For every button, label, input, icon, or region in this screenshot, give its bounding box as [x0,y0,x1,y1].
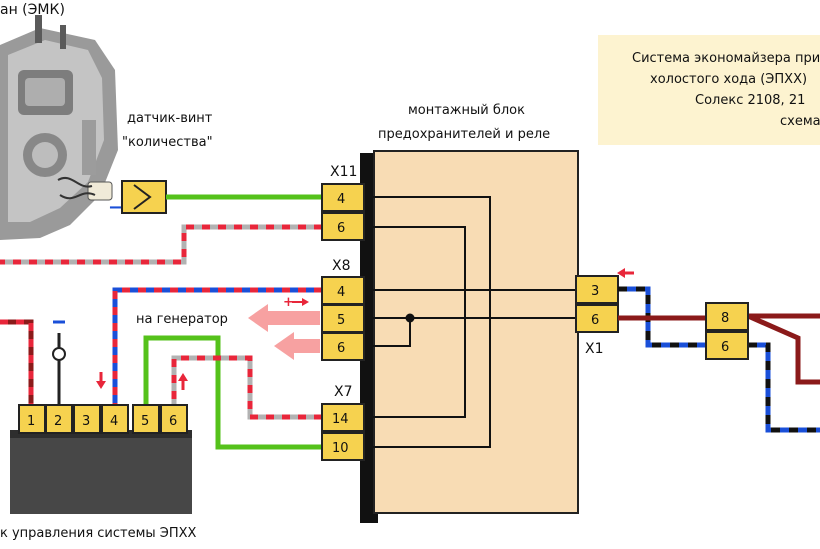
valve-label: ан (ЭМК) [0,2,65,18]
x7-pin-14: 14 [332,412,349,427]
block-label-line2: предохранителей и реле [378,127,550,142]
sensor-label-line1: датчик-винт [127,111,213,126]
plus-sign: + [283,295,294,310]
x1-connector [575,275,619,333]
x8-label: X8 [332,258,351,274]
right-pin-6: 6 [721,340,729,355]
generator-label: на генератор [136,312,228,327]
x1-pin-6: 6 [591,313,599,328]
carburetor-image [0,15,118,240]
ecu-connector [18,404,188,434]
title-line-2: холостого хода (ЭПХХ) [650,72,807,87]
x1-pin-3: 3 [591,284,599,299]
x1-label: X1 [585,341,604,357]
title-line-1: Система экономайзера при [632,51,820,66]
x8-pin-5: 5 [337,313,345,328]
x11-label: X11 [330,164,357,180]
sensor-label-line2: "количества" [122,135,213,150]
x11-pin-4: 4 [337,192,345,207]
ecu-pin-1: 1 [27,414,35,429]
sensor-screw-icon [121,180,167,214]
x8-connector [321,276,365,361]
ecu-unit [10,430,192,514]
ecu-pin-5: 5 [141,414,149,429]
current-arrows [96,268,634,390]
x7-connector [321,403,365,461]
x8-pin-6: 6 [337,341,345,356]
title-line-4: схема [780,114,820,129]
sensor-minus-sign: − [108,197,123,218]
ecu-pin-4: 4 [110,414,118,429]
x8-pin-4: 4 [337,285,345,300]
right-pin-8: 8 [721,311,729,326]
junction-dot [405,313,415,323]
x7-pin-10: 10 [332,441,349,456]
external-wires [0,194,322,450]
x11-pin-6: 6 [337,221,345,236]
mounting-block [373,150,579,514]
ecu-label: к управления системы ЭПХХ [0,526,197,541]
right-wires [618,286,820,433]
title-line-3: Солекс 2108, 21 [695,93,805,108]
right-connector [705,302,749,360]
block-internal-wiring [364,196,576,448]
ecu-pin-2: 2 [54,414,62,429]
generator-arrows [248,298,320,360]
block-label-line1: монтажный блок [408,103,525,118]
x11-connector [321,183,365,241]
ecu-pin-3: 3 [82,414,90,429]
ecu-pin-6: 6 [169,414,177,429]
x7-label: X7 [334,384,353,400]
title-box [598,35,820,145]
